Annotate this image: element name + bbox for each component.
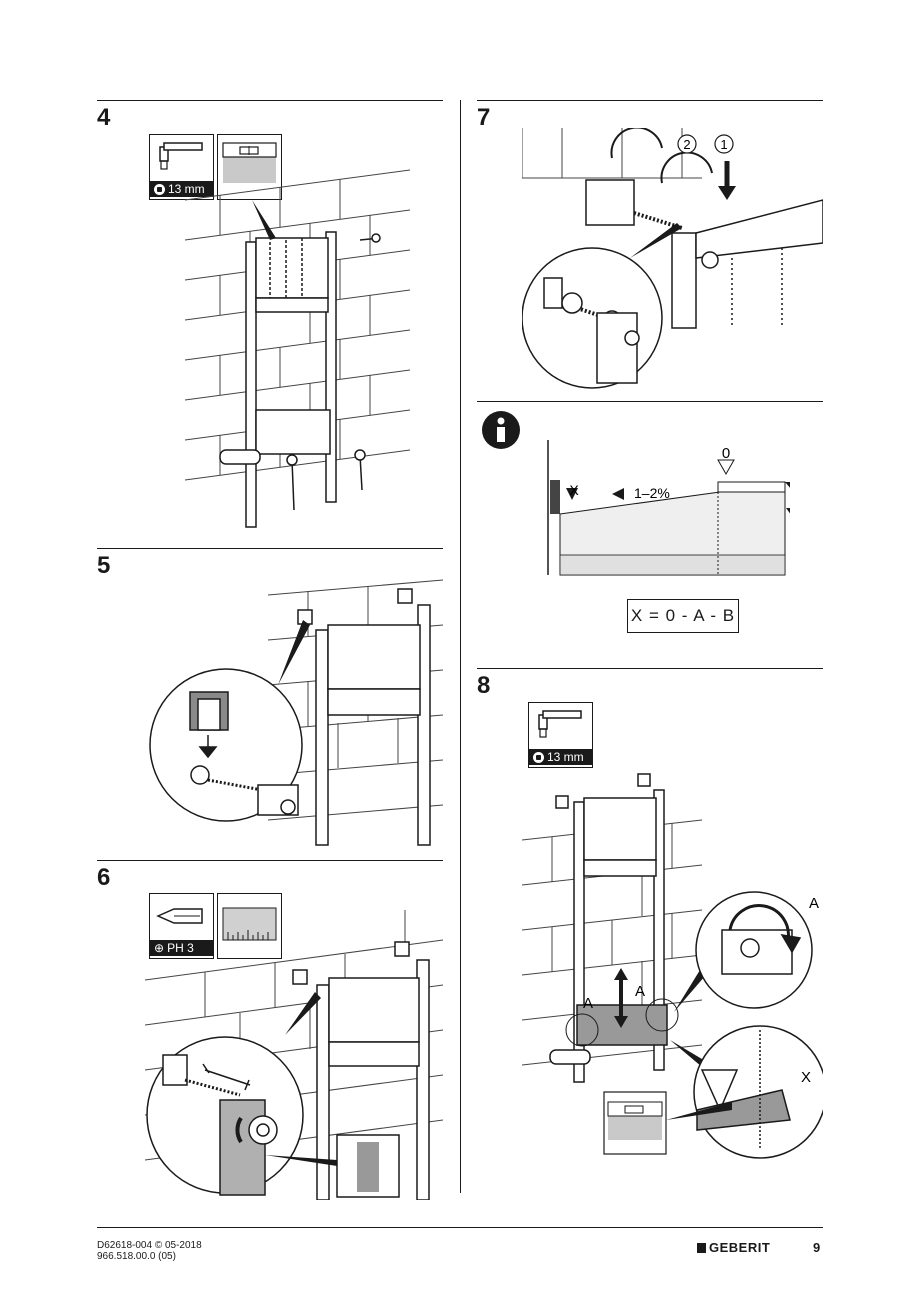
wrench-tool-box: 13 mm <box>149 134 214 200</box>
tool-size-label: 13 mm <box>547 750 584 764</box>
zero-label: 0 <box>722 445 730 462</box>
step-number-6: 6 <box>97 864 111 891</box>
callout-1-badge <box>714 134 734 154</box>
phillips-icon: ⊕ <box>154 941 165 955</box>
screwdriver-icon <box>156 908 203 924</box>
label-a-right: A <box>635 983 645 1000</box>
part-number: 966.518.00.0 (05) <box>97 1251 176 1262</box>
info-icon <box>482 411 520 449</box>
step-number-5: 5 <box>97 552 111 579</box>
step8-illustration: A A A X <box>522 773 823 1159</box>
callout-2-badge <box>677 134 697 154</box>
step-number-7: 7 <box>477 104 491 131</box>
spirit-level-box <box>217 134 282 200</box>
brand-name: GEBERIT <box>709 1240 771 1255</box>
x-label: X <box>569 482 579 498</box>
doc-id: D62618-004 © 05-2018 <box>97 1240 202 1251</box>
hex-socket-icon <box>154 183 165 195</box>
tool-size-label: PH 3 <box>167 941 194 955</box>
hex-socket-icon <box>533 751 544 763</box>
page-number: 9 <box>813 1240 821 1255</box>
slope-diagram: 0 X 1–2% A B <box>547 440 790 576</box>
step-number-8: 8 <box>477 672 491 699</box>
callout-2-label: 2 <box>683 137 690 152</box>
ruler-box <box>217 893 282 959</box>
brand-square-icon <box>697 1242 706 1253</box>
step6-illustration <box>145 910 443 1200</box>
label-a-detail: A <box>809 895 819 912</box>
screwdriver-tool-box: ⊕ PH 3 <box>149 893 214 959</box>
spirit-level-icon <box>222 142 277 183</box>
section-rule <box>477 401 823 402</box>
tool-size-badge: 13 mm <box>150 181 213 197</box>
section-rule <box>477 100 823 101</box>
step-number-4: 4 <box>97 104 111 131</box>
slope-label: 1–2% <box>634 485 670 501</box>
ruler-icon <box>222 907 277 941</box>
footer-rule <box>97 1227 823 1228</box>
section-rule <box>97 100 443 101</box>
formula-box: X = 0 - A - B <box>627 599 739 633</box>
section-rule <box>97 860 443 861</box>
step7-illustration: 2 1 <box>522 128 823 389</box>
callout-1-label: 1 <box>720 137 727 152</box>
tool-size-badge: 13 mm <box>529 749 592 765</box>
tool-size-badge: ⊕ PH 3 <box>150 940 213 956</box>
label-a-left: A <box>583 995 593 1012</box>
section-rule <box>97 548 443 549</box>
step5-illustration <box>149 579 443 846</box>
wrench-tool-box: 13 mm <box>528 702 593 768</box>
brand-logo: GEBERIT <box>697 1240 770 1255</box>
label-x-detail: X <box>801 1069 811 1086</box>
column-divider <box>460 100 461 1193</box>
section-rule <box>477 668 823 669</box>
step4-illustration <box>184 169 411 528</box>
tool-size-label: 13 mm <box>168 182 205 196</box>
wrench-icon <box>538 710 582 738</box>
wrench-icon <box>159 142 203 170</box>
